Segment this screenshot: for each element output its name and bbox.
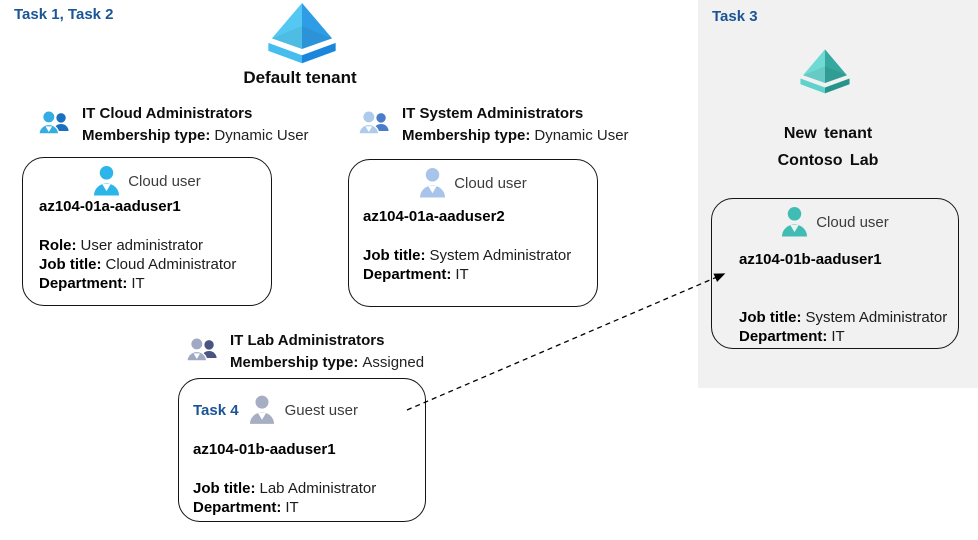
user-name: az104-01a-aaduser1 [39,198,181,215]
group-it-lab-administrators: IT Lab Administrators Membership type:As… [186,330,424,374]
cloud-user-icon [420,168,446,198]
group-membership: Membership type:Assigned [230,354,425,371]
azure-ad-tenant-icon-blue [268,3,336,64]
guest-user-icon [249,395,274,424]
user-card-aaduser2: Cloud user az104-01a-aaduser2 Job title:… [348,159,598,307]
group-icon [358,110,389,135]
group-membership: Membership type:Dynamic User [82,127,309,144]
group-it-cloud-administrators: IT Cloud Administrators Membership type:… [38,103,309,147]
user-name: az104-01b-aaduser1 [193,441,336,458]
card-type-label: Cloud user [128,172,201,190]
new-tenant-title: New tenant Contoso Lab [718,120,938,174]
new-tenant-line2: Contoso Lab [777,152,879,169]
user-name: az104-01b-aaduser1 [739,251,882,268]
guest-user-card: Task 4 Guest user az104-01b-aaduser1 Job… [178,378,426,522]
group-it-system-administrators: IT System Administrators Membership type… [358,103,629,147]
user-fields: Job title:Lab Administrator Department:I… [193,480,377,516]
user-fields: Job title:System Administrator Departmen… [363,247,572,283]
user-card-aaduser1: Cloud user az104-01a-aaduser1 Role:User … [22,157,272,306]
group-name: IT Lab Administrators [230,332,385,349]
cloud-user-icon [94,166,120,196]
card-type-label: Cloud user [816,213,889,231]
new-tenant-line1: New tenant [783,125,873,142]
group-icon [38,110,69,135]
user-fields: Job title:System Administrator Departmen… [739,309,948,345]
new-tenant-user-card: Cloud user az104-01b-aaduser1 Job title:… [711,198,959,349]
group-name: IT System Administrators [402,105,584,122]
group-name: IT Cloud Administrators [82,105,253,122]
group-membership: Membership type:Dynamic User [402,127,629,144]
group-icon [186,337,217,362]
card-type-label: Cloud user [454,174,527,192]
task-3-label: Task 3 [712,8,758,25]
task-4-label: Task 4 [193,401,239,419]
user-fields: Role:User administrator Job title:Cloud … [39,237,237,292]
cloud-user-icon [782,207,808,237]
card-type-label: Guest user [284,401,358,419]
task-1-2-label: Task 1, Task 2 [14,6,114,23]
default-tenant-title: Default tenant [243,68,357,87]
user-name: az104-01a-aaduser2 [363,208,505,225]
